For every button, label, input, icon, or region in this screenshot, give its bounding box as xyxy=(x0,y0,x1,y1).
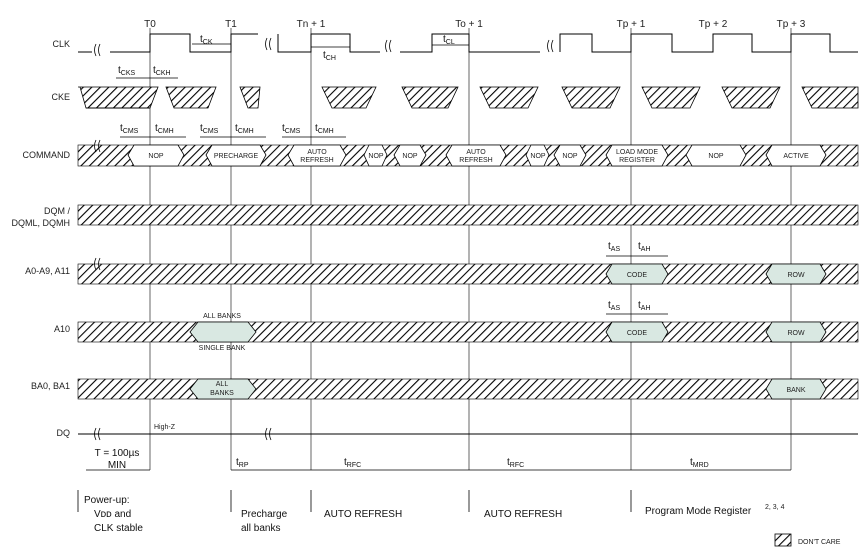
note-precharge-b: all banks xyxy=(241,523,280,534)
ba-banks: BANKS xyxy=(210,390,234,397)
timing-arrows xyxy=(86,43,791,471)
a10-all-banks: ALL BANKS xyxy=(203,313,241,320)
clk-waveform xyxy=(78,33,858,53)
a0-code: CODE xyxy=(627,272,648,279)
cmd-precharge: PRECHARGE xyxy=(214,153,259,160)
timing-tcmh-3: tCMH xyxy=(315,123,334,135)
label-tp3: Tp + 3 xyxy=(777,19,806,30)
signal-a0-a9: A0-A9, A11 xyxy=(25,266,70,276)
signal-dqm: DQM / xyxy=(44,206,70,216)
cmd-nop-5: NOP xyxy=(562,153,578,160)
signal-cke: CKE xyxy=(51,92,70,102)
timing-tah-2: tAH xyxy=(638,300,651,312)
signal-labels: CLK CKE COMMAND DQM / DQML, DQMH A0-A9, … xyxy=(12,39,71,438)
signal-dqml: DQML, DQMH xyxy=(12,218,71,228)
note-program-mode-sup: 2, 3, 4 xyxy=(765,504,785,511)
cmd-lmr-a: LOAD MODE xyxy=(616,149,658,156)
dqm-dont-care-band xyxy=(77,204,859,226)
timing-tas-2: tAS xyxy=(608,300,620,312)
label-to1: To + 1 xyxy=(455,19,483,30)
cmd-auto-refresh-1b: REFRESH xyxy=(300,157,333,164)
timing-tch: tCH xyxy=(323,50,336,62)
note-powerup-a: Power-up: xyxy=(84,495,130,506)
ba-bank: BANK xyxy=(786,387,805,394)
cmd-nop-3: NOP xyxy=(402,153,418,160)
break-marks xyxy=(94,37,554,441)
note-program-mode: Program Mode Register xyxy=(645,506,752,517)
timing-tah-1: tAH xyxy=(638,241,651,253)
timing-tcms-3: tCMS xyxy=(282,123,301,135)
cmd-nop-1: NOP xyxy=(148,153,164,160)
command-row: NOP PRECHARGE AUTO REFRESH NOP NOP AUTO … xyxy=(127,144,827,167)
signal-clk: CLK xyxy=(52,39,70,49)
ba-all: ALL xyxy=(216,381,229,388)
cmd-auto-refresh-2b: REFRESH xyxy=(459,157,492,164)
dq-high-z: High-Z xyxy=(154,424,176,431)
note-powerup-c: CLK stable xyxy=(94,523,143,534)
label-t1: T1 xyxy=(225,19,237,30)
signal-a10: A10 xyxy=(54,324,70,334)
dq-row: High-Z xyxy=(78,424,858,435)
legend-dont-care-label: DON'T CARE xyxy=(798,539,841,546)
clock-labels: T0 T1 Tn + 1 To + 1 Tp + 1 Tp + 2 Tp + 3 xyxy=(144,19,806,30)
label-t0: T0 xyxy=(144,19,156,30)
note-powerup-b: Vᴅᴅ and xyxy=(94,509,131,520)
label-tp1: Tp + 1 xyxy=(617,19,646,30)
note-precharge-a: Precharge xyxy=(241,509,288,520)
timing-tckh: tCKH xyxy=(153,65,171,77)
a10-code: CODE xyxy=(627,330,648,337)
annotations: Power-up: Vᴅᴅ and CLK stable Precharge a… xyxy=(77,490,785,534)
timing-tcks: tCKS xyxy=(118,65,136,77)
cmd-active: ACTIVE xyxy=(783,153,809,160)
timing-tcms-1: tCMS xyxy=(120,123,139,135)
timing-tcmh-2: tCMH xyxy=(235,123,254,135)
timing-tcmh-1: tCMH xyxy=(155,123,174,135)
cmd-auto-refresh-1a: AUTO xyxy=(307,149,327,156)
cmd-nop-4: NOP xyxy=(530,153,546,160)
a10-single-bank: SINGLE BANK xyxy=(199,345,246,352)
timing-trp: tRP xyxy=(236,457,249,469)
signal-command: COMMAND xyxy=(23,150,71,160)
cmd-lmr-b: REGISTER xyxy=(619,157,655,164)
legend-dont-care-swatch xyxy=(774,533,792,547)
legend: DON'T CARE xyxy=(774,533,841,547)
note-auto-refresh-1: AUTO REFRESH xyxy=(324,509,402,520)
timing-tas-1: tAS xyxy=(608,241,620,253)
signal-dq: DQ xyxy=(57,428,71,438)
timing-tcms-2: tCMS xyxy=(200,123,219,135)
timing-trfc-1: tRFC xyxy=(344,457,361,469)
a10-row: ALL BANKS SINGLE BANK CODE ROW xyxy=(77,313,859,352)
label-tp2: Tp + 2 xyxy=(699,19,728,30)
cmd-nop-6: NOP xyxy=(708,153,724,160)
timing-tck: tCK xyxy=(200,34,213,46)
timing-min: MIN xyxy=(108,460,126,471)
ba-row: ALL BANKS BANK xyxy=(77,378,859,400)
a0-row: ROW xyxy=(787,272,805,279)
a0-a9-row: CODE ROW xyxy=(77,263,859,285)
label-tn1: Tn + 1 xyxy=(297,19,326,30)
note-auto-refresh-2: AUTO REFRESH xyxy=(484,509,562,520)
timing-t100: T = 100µs xyxy=(95,448,140,459)
a10-row: ROW xyxy=(787,330,805,337)
cke-waveform xyxy=(78,86,859,109)
timing-tcl: tCL xyxy=(443,34,455,46)
timing-labels: tCK tCH tCL tCKS tCKH tCMS tCMH tCMS tCM… xyxy=(95,34,709,471)
cmd-nop-2: NOP xyxy=(368,153,384,160)
timing-tmrd: tMRD xyxy=(690,457,709,469)
signal-ba0-ba1: BA0, BA1 xyxy=(31,381,70,391)
cmd-auto-refresh-2a: AUTO xyxy=(466,149,486,156)
timing-trfc-2: tRFC xyxy=(507,457,524,469)
